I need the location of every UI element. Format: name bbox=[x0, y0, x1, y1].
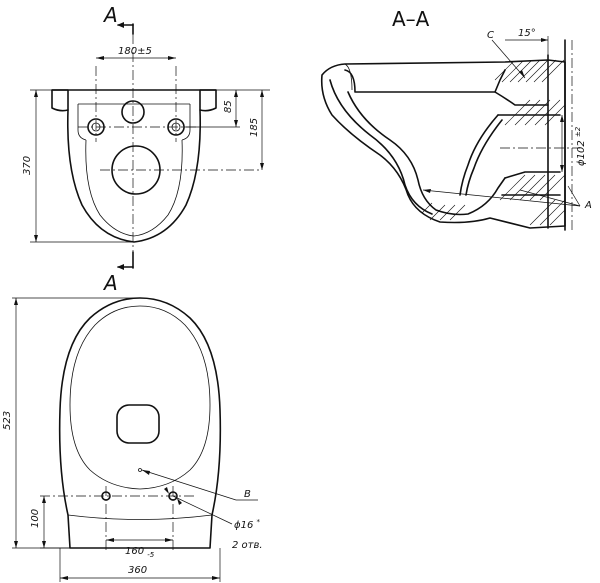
top-view-outlet bbox=[116, 404, 160, 444]
section-mark-top: A bbox=[102, 3, 118, 27]
section-inner-bowl bbox=[344, 69, 506, 93]
dim-160: 160 -5 bbox=[125, 546, 155, 559]
section-hatching bbox=[419, 59, 565, 226]
dim-160-value: 160 bbox=[125, 546, 144, 557]
front-view-flange bbox=[51, 89, 69, 112]
section-outer-contour bbox=[320, 59, 566, 229]
section-mark-bottom: A bbox=[102, 271, 118, 295]
top-view: 523 100 160 -5 360 B ϕ16 * bbox=[2, 297, 263, 582]
top-view-seat bbox=[69, 305, 211, 490]
label-a: A bbox=[584, 200, 592, 211]
front-view: A A 180±5 85 185 370 bbox=[22, 3, 270, 295]
dim-160-tol: -5 bbox=[147, 551, 155, 559]
dim-phi-16-value: ϕ16 bbox=[234, 520, 253, 531]
dim-370: 370 bbox=[22, 156, 33, 175]
dim-100: 100 bbox=[30, 509, 41, 528]
dim-phi-16: ϕ16 * bbox=[234, 518, 261, 531]
dim-523: 523 bbox=[2, 411, 13, 430]
dim-phi-102: ϕ102 ±2 bbox=[574, 126, 587, 166]
dim-180: 180±5 bbox=[118, 46, 152, 57]
section-view: A–A 15° C bbox=[320, 7, 592, 232]
dim-185: 185 bbox=[249, 118, 260, 137]
dim-360: 360 bbox=[128, 565, 147, 576]
holes-count: 2 отв. bbox=[232, 540, 263, 551]
label-b: B bbox=[244, 489, 251, 500]
dim-phi-102-tol: ±2 bbox=[574, 126, 582, 137]
top-view-outer bbox=[58, 297, 222, 549]
dim-phi-102-value: ϕ102 bbox=[576, 140, 587, 166]
dim-15-deg: 15° bbox=[518, 28, 536, 39]
dim-phi-16-tol: * bbox=[257, 518, 261, 526]
dim-85: 85 bbox=[223, 100, 234, 113]
label-c: C bbox=[487, 30, 494, 41]
section-title: A–A bbox=[392, 7, 430, 31]
